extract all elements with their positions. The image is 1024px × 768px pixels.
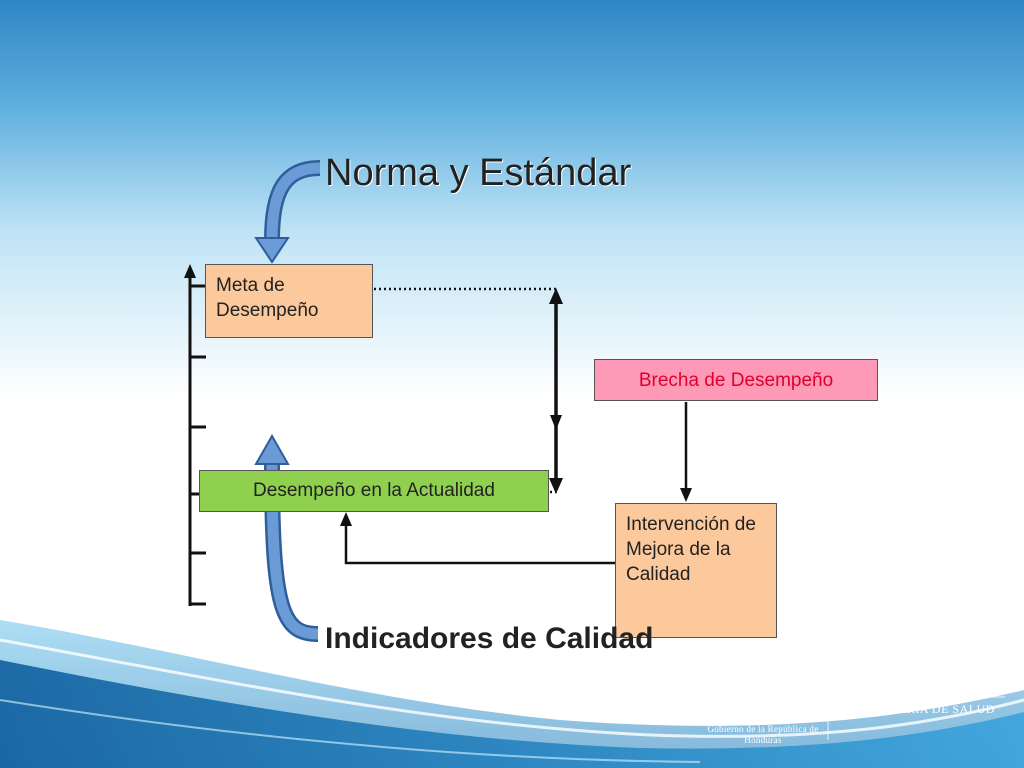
desempeno-actualidad-box: Desempeño en la Actualidad <box>199 470 549 512</box>
brecha-desempeno-box: Brecha de Desempeño <box>594 359 878 401</box>
meta-desempeno-box: Meta de Desempeño <box>205 264 373 338</box>
vertical-scale <box>184 264 206 606</box>
page-title: Norma y Estándar <box>325 152 632 194</box>
curved-arrow-down-icon <box>254 160 321 264</box>
curved-arrow-up-icon <box>254 433 319 642</box>
arrow-intervencion-to-actual <box>344 522 615 565</box>
gobierno-label: Gobierno de la República de Honduras <box>707 724 819 745</box>
double-arrow-icon <box>549 288 563 494</box>
secretaria-label: SECRETARÍA DE SALUD <box>851 702 995 716</box>
emblem-icon <box>737 673 1005 740</box>
intervencion-mejora-box: Intervención de Mejora de la Calidad <box>615 503 777 638</box>
stars-decoration: ★★★★★ <box>874 683 972 700</box>
indicadores-label: Indicadores de Calidad <box>325 622 654 655</box>
